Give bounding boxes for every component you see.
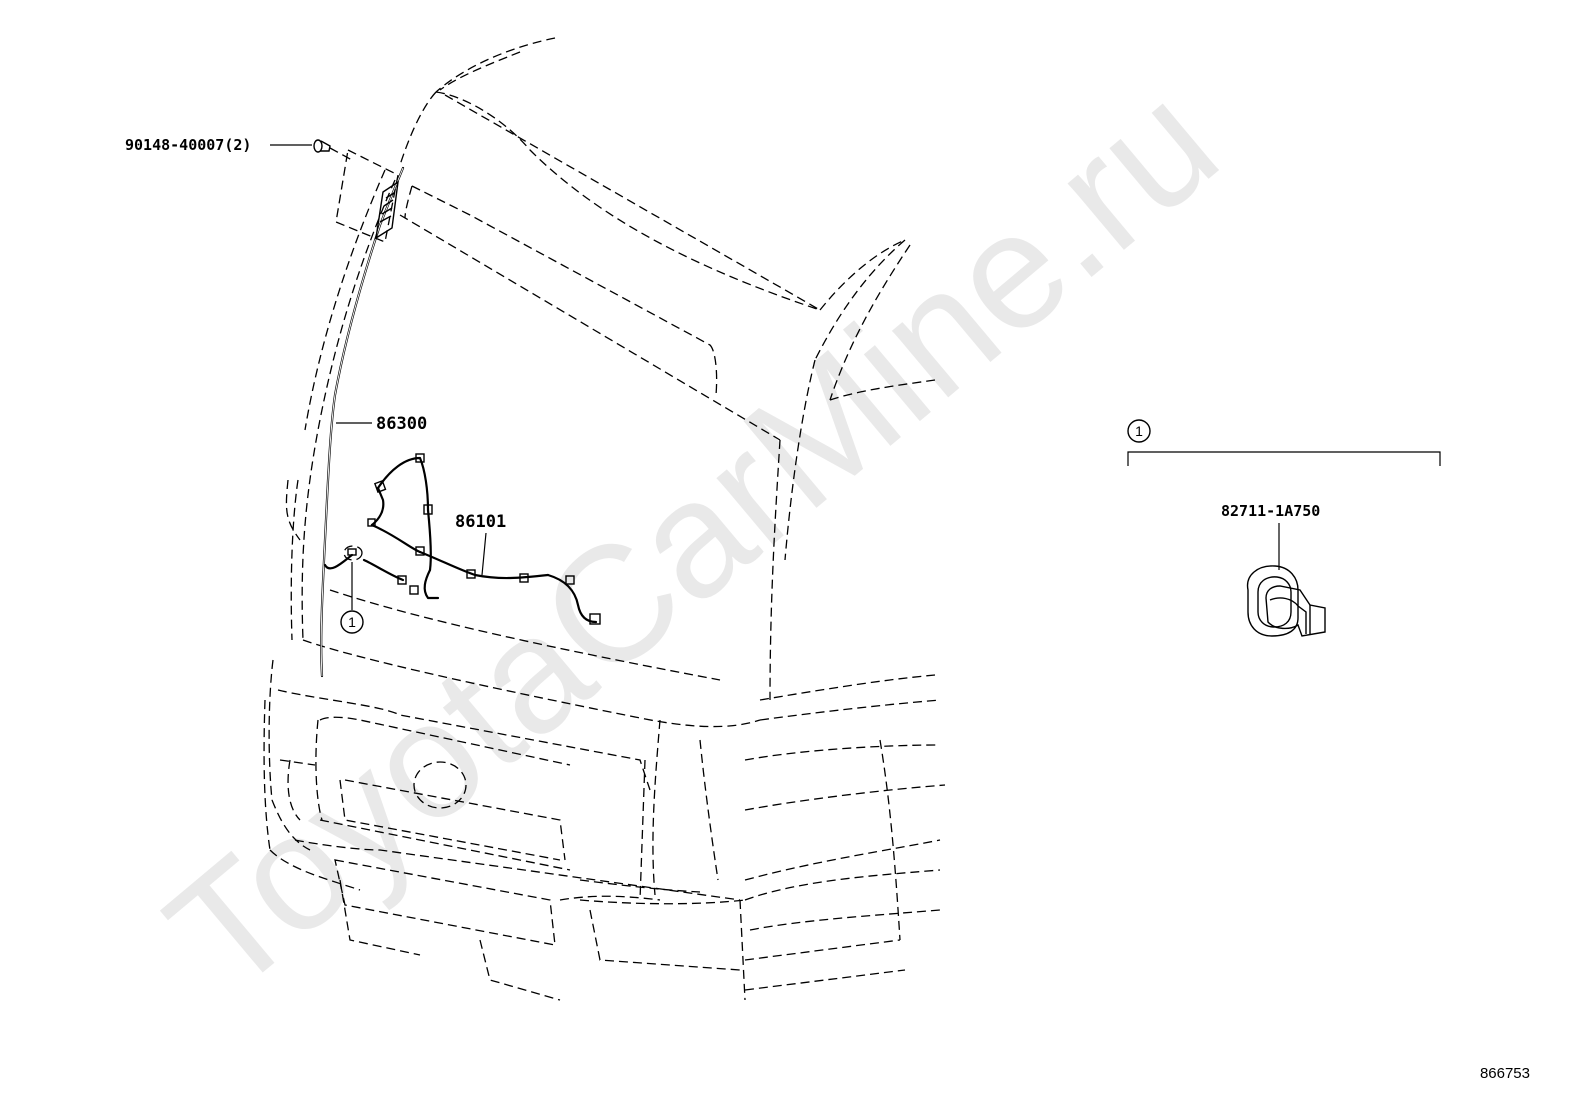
label-harness: 86101: [455, 512, 506, 532]
callout-ref-detail: 1: [1135, 423, 1143, 439]
screw-icon: [313, 139, 331, 153]
wire-harness: [343, 453, 601, 625]
screw-location-box: [335, 149, 399, 243]
callout-circle-vehicle: [340, 610, 364, 634]
vehicle-outline: [263, 37, 946, 1001]
label-antenna-cord: 86300: [376, 414, 427, 434]
detail-group: 1 82711-1A750: [1127, 419, 1441, 637]
antenna-cord: [320, 166, 405, 678]
watermark: ToyotaCarMine.ru: [134, 49, 1250, 1027]
callout-circle-detail: [1127, 419, 1151, 443]
label-clamp: 82711-1A750: [1221, 502, 1320, 520]
clamp-icon: [1246, 565, 1326, 637]
figure-number: 866753: [1480, 1065, 1530, 1082]
label-screw: 90148-40007(2): [125, 136, 251, 154]
callout-ref-vehicle: 1: [348, 614, 356, 630]
